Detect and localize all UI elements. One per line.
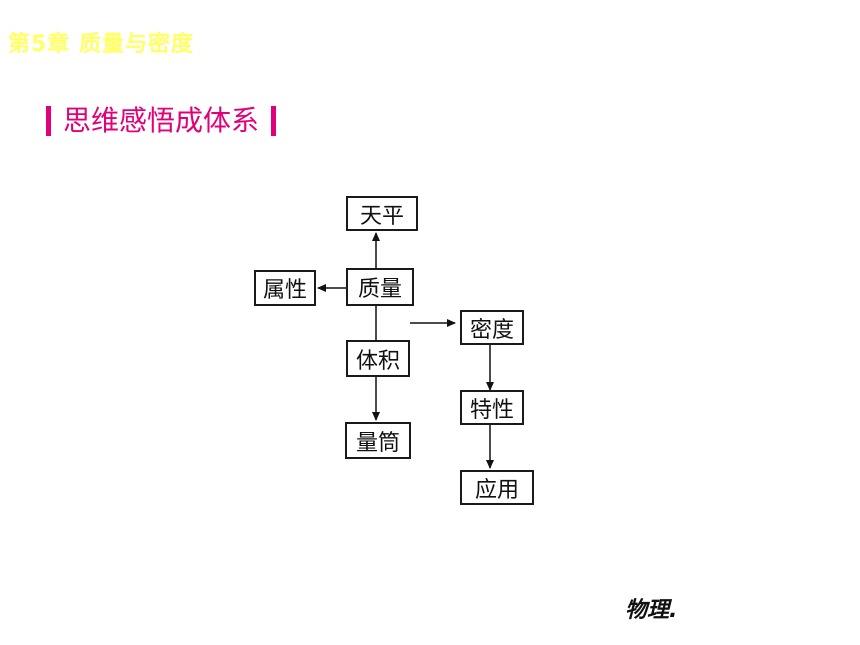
node-application: 应用 (460, 470, 534, 505)
node-volume: 体积 (346, 340, 410, 377)
section-title: 思维感悟成体系 (63, 104, 260, 137)
section-bar-left (46, 106, 51, 136)
node-balance: 天平 (346, 196, 418, 231)
section-heading: 思维感悟成体系 (46, 104, 277, 138)
node-attribute: 属性 (254, 270, 316, 306)
node-property: 特性 (460, 390, 524, 425)
subject-label: 物理. (625, 598, 678, 623)
node-mass: 质量 (346, 268, 414, 306)
section-bar-right (271, 106, 277, 136)
chapter-title: 第5章 质量与密度 (8, 32, 194, 57)
node-density: 密度 (460, 310, 524, 345)
node-cylinder: 量筒 (345, 422, 411, 459)
